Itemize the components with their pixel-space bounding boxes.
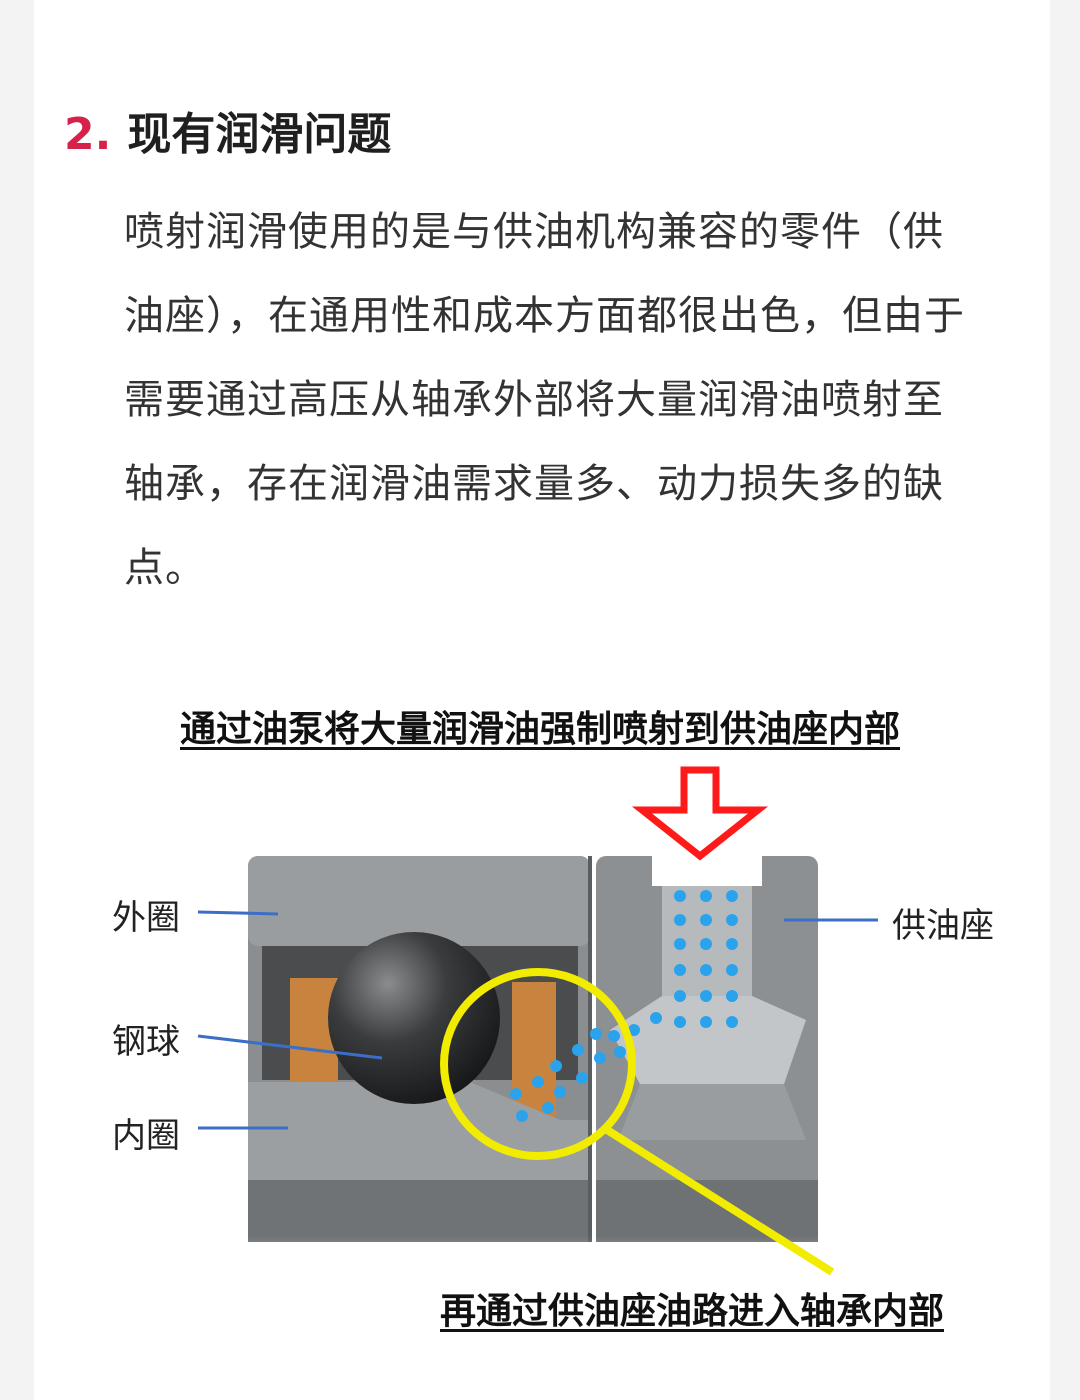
outer-ring-face [248,856,590,946]
paragraph-line: 点。 [124,545,206,591]
leader-lines [197,910,878,1130]
down-arrow-icon [631,766,769,861]
oil-seat-inlet [652,856,762,886]
top-caption-text: 通过油泵将大量润滑油强制喷射到供油座内部 [179,709,900,750]
bottom-caption-text: 再通过供油座油路进入轴承内部 [440,1291,945,1332]
body-paragraph: 喷射润滑使用的是与供油机构兼容的零件（供 油座），在通用性和成本方面都很出色，但… [124,190,994,610]
paragraph-line: 轴承，存在润滑油需求量多、动力损失多的缺 [124,461,944,507]
oil-dots [510,890,738,1122]
inner-ring-base [248,1180,590,1242]
oil-seat-lower [618,1084,806,1140]
figure-top-caption: 通过油泵将大量润滑油强制喷射到供油座内部 [0,700,1080,752]
paragraph-line: 油座），在通用性和成本方面都很出色，但由于 [124,293,965,339]
paragraph-line: 需要通过高压从轴承外部将大量润滑油喷射至 [124,377,944,423]
highlight-circle [440,968,636,1160]
bottom-fade [240,1236,840,1306]
steel-ball-label: 钢球 [112,1022,180,1062]
section-heading: 2. 现有润滑问题 [64,98,391,168]
highlight-pointer-line [601,1124,835,1276]
section-title: 现有润滑问题 [127,109,392,160]
paragraph-line: 喷射润滑使用的是与供油机构兼容的零件（供 [124,209,944,255]
oil-seat-label: 供油座 [892,906,994,946]
inner-ring-label: 内圈 [112,1116,180,1156]
section-number: 2. [64,109,112,160]
outer-ring-label: 外圈 [112,898,180,938]
steel-ball [328,932,500,1104]
figure-bottom-caption: 再通过供油座油路进入轴承内部 [440,1282,944,1334]
